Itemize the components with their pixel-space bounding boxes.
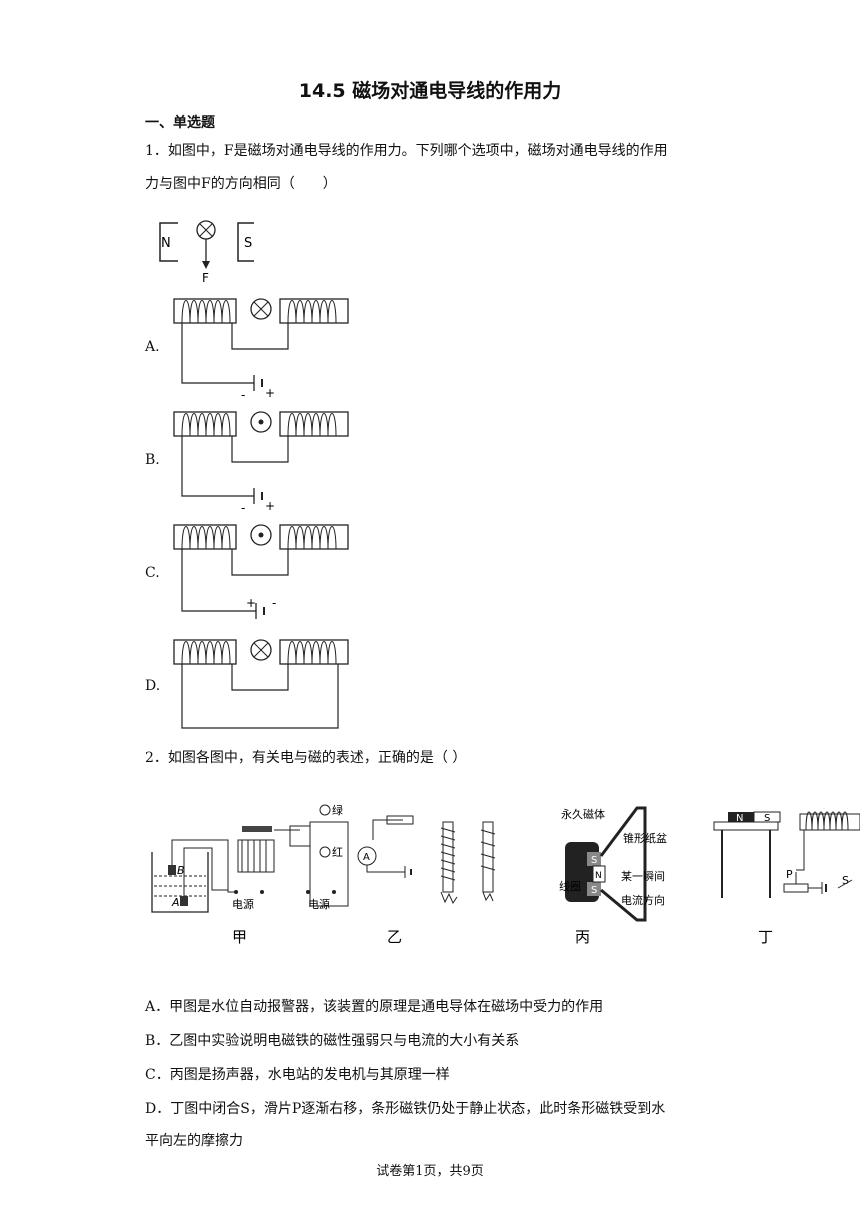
battery-minus-label: -: [241, 501, 245, 514]
q2-answer-d-line2: 平向左的摩擦力: [145, 1133, 243, 1149]
svg-text:某一瞬间: 某一瞬间: [621, 870, 665, 883]
s-pole-label: S: [244, 236, 252, 251]
bar-magnet-s: [753, 811, 781, 823]
probe-a: [180, 896, 188, 906]
svg-text:A: A: [171, 896, 180, 909]
option-a-label: A.: [145, 339, 160, 355]
wire-into-page-symbol: [250, 298, 272, 320]
section-heading: 一、单选题: [145, 115, 215, 131]
battery-plus-label: +: [265, 499, 275, 513]
n-pole-shape: [159, 222, 178, 262]
battery-minus-label: -: [272, 596, 276, 610]
slider-rheostat: [783, 883, 809, 893]
svg-text:线圈: 线圈: [559, 879, 581, 893]
figure-label-jia: 甲: [232, 928, 247, 946]
wire-out-of-page-symbol: [250, 524, 272, 546]
option-d-label: D.: [145, 678, 161, 694]
electromagnet: [237, 839, 275, 873]
option-b-label: B.: [145, 452, 160, 468]
svg-text:S: S: [764, 813, 770, 824]
q2-answer-d-line1: D．丁图中闭合S，滑片P逐渐右移，条形磁铁仍处于静止状态，此时条形磁铁受到水: [145, 1101, 666, 1117]
q2-figure-jia: B A 绿 红 电源 电源 甲: [151, 803, 349, 946]
option-b-circuit: - +: [173, 411, 349, 514]
svg-text:N: N: [736, 813, 743, 824]
rheostat: [386, 815, 414, 825]
svg-text:P: P: [786, 868, 793, 881]
svg-text:电流方向: 电流方向: [621, 893, 665, 907]
wire-out-of-page-symbol: [250, 411, 272, 433]
option-a-circuit: - +: [173, 298, 349, 401]
wire-into-page-symbol: [250, 639, 272, 661]
battery-plus-label: +: [246, 596, 256, 610]
svg-text:永久磁体: 永久磁体: [561, 807, 605, 821]
figure-label-ding: 丁: [758, 928, 773, 946]
page-title: 14.5 磁场对通电导线的作用力: [298, 80, 562, 102]
option-c-circuit: + -: [173, 524, 349, 619]
green-lamp: [319, 804, 331, 816]
beaker: [151, 852, 209, 913]
page-footer: 试卷第1页，共9页: [376, 1164, 484, 1179]
figure-label-bing: 丙: [575, 928, 590, 946]
q2-figure-bing: 永久磁体 S S N 锥形纸盆 线圈 某一瞬间 电流方向 丙: [559, 806, 667, 946]
option-d-circuit: [173, 639, 349, 729]
q1-reference-figure: N F S: [159, 220, 254, 285]
svg-text:B: B: [177, 864, 185, 877]
probe-b: [168, 865, 176, 875]
q2-answer-c: C．丙图是扬声器，水电站的发电机与其原理一样: [145, 1067, 450, 1083]
svg-text:锥形纸盆: 锥形纸盆: [623, 831, 667, 845]
svg-text:绿: 绿: [332, 803, 343, 817]
n-pole-label: N: [161, 236, 171, 251]
electromagnet-a: [442, 821, 454, 893]
option-c-label: C.: [145, 565, 160, 581]
battery-plus-label: +: [265, 386, 275, 400]
force-label: F: [202, 271, 209, 285]
svg-text:S: S: [591, 855, 597, 866]
svg-text:S: S: [842, 874, 849, 887]
svg-text:电源: 电源: [232, 897, 254, 911]
cone-paper: [599, 806, 647, 922]
s-pole-shape: [237, 222, 254, 262]
figure-label-yi: 乙: [387, 928, 402, 946]
battery-minus-label: -: [241, 388, 245, 401]
q2-figure-yi: A 乙: [357, 815, 496, 946]
svg-text:电源: 电源: [308, 897, 330, 911]
q2-figure-ding: N S P S 丁: [713, 811, 860, 946]
svg-text:S: S: [591, 885, 597, 896]
red-lamp: [319, 846, 331, 858]
bar-magnet-n: [728, 812, 754, 822]
q2-answer-b: B．乙图中实验说明电磁铁的磁性强弱只与电流的大小有关系: [145, 1033, 520, 1049]
q1-stem-line1: 1．如图中，F是磁场对通电导线的作用力。下列哪个选项中，磁场对通电导线的作用: [145, 143, 668, 159]
svg-text:A: A: [363, 852, 370, 863]
q2-stem: 2．如图各图中，有关电与磁的表述，正确的是（ ）: [145, 750, 467, 766]
q2-answer-a: A．甲图是水位自动报警器，该装置的原理是通电导体在磁场中受力的作用: [145, 999, 604, 1015]
q1-stem-line2: 力与图中F的方向相同（ ）: [145, 176, 337, 192]
svg-text:红: 红: [332, 846, 343, 859]
svg-text:N: N: [595, 871, 602, 881]
